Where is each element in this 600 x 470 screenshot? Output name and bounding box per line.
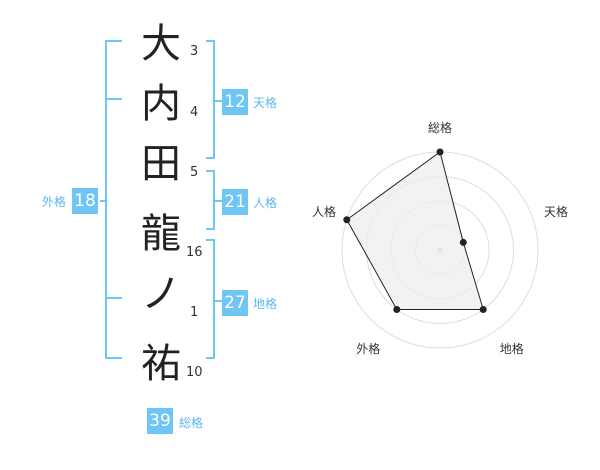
stroke-count-4: 16 bbox=[186, 245, 203, 260]
stroke-count-2: 4 bbox=[190, 105, 199, 120]
radar-point-1 bbox=[436, 148, 444, 156]
tenkaku-value-badge: 12 bbox=[222, 89, 248, 115]
gaikaku-bracket bbox=[100, 40, 122, 359]
name-char-5: ノ bbox=[141, 271, 181, 317]
radar-point-5 bbox=[343, 216, 351, 224]
stroke-count-5: 1 bbox=[190, 305, 199, 320]
jinkaku-value-badge: 21 bbox=[222, 189, 248, 215]
name-char-2: 内 bbox=[141, 81, 181, 127]
stroke-count-1: 3 bbox=[190, 44, 199, 59]
chikaku-label: 地格 bbox=[253, 297, 278, 311]
soukaku-label: 総格 bbox=[179, 416, 204, 430]
tenkaku-bracket bbox=[206, 40, 222, 159]
name-char-1: 大 bbox=[141, 21, 181, 67]
radar-axis-label-2: 天格 bbox=[544, 205, 569, 220]
chikaku-value-badge: 27 bbox=[222, 290, 248, 316]
name-char-6: 祐 bbox=[141, 341, 181, 387]
jinkaku-label: 人格 bbox=[253, 196, 278, 210]
stroke-count-3: 5 bbox=[190, 165, 199, 180]
radar-axis-label-1: 総格 bbox=[427, 121, 453, 135]
jinkaku-bracket bbox=[206, 170, 222, 230]
radar-axis-label-5: 人格 bbox=[311, 205, 336, 220]
radar-point-3 bbox=[479, 305, 487, 313]
radar-axis-label-3: 地格 bbox=[499, 341, 524, 356]
radar-series-area bbox=[346, 151, 484, 310]
stroke-count-6: 10 bbox=[186, 365, 203, 380]
name-char-4: 龍 bbox=[141, 211, 181, 257]
radar-point-4 bbox=[393, 305, 401, 313]
chikaku-bracket bbox=[206, 239, 222, 359]
soukaku-value-badge: 39 bbox=[147, 408, 173, 434]
gaikaku-value-badge: 18 bbox=[72, 188, 98, 214]
name-char-3: 田 bbox=[141, 141, 181, 187]
radar-point-2 bbox=[459, 238, 467, 246]
radar-axis-label-4: 外格 bbox=[356, 341, 381, 356]
tenkaku-label: 天格 bbox=[253, 96, 278, 110]
gaikaku-label: 外格 bbox=[42, 195, 67, 209]
